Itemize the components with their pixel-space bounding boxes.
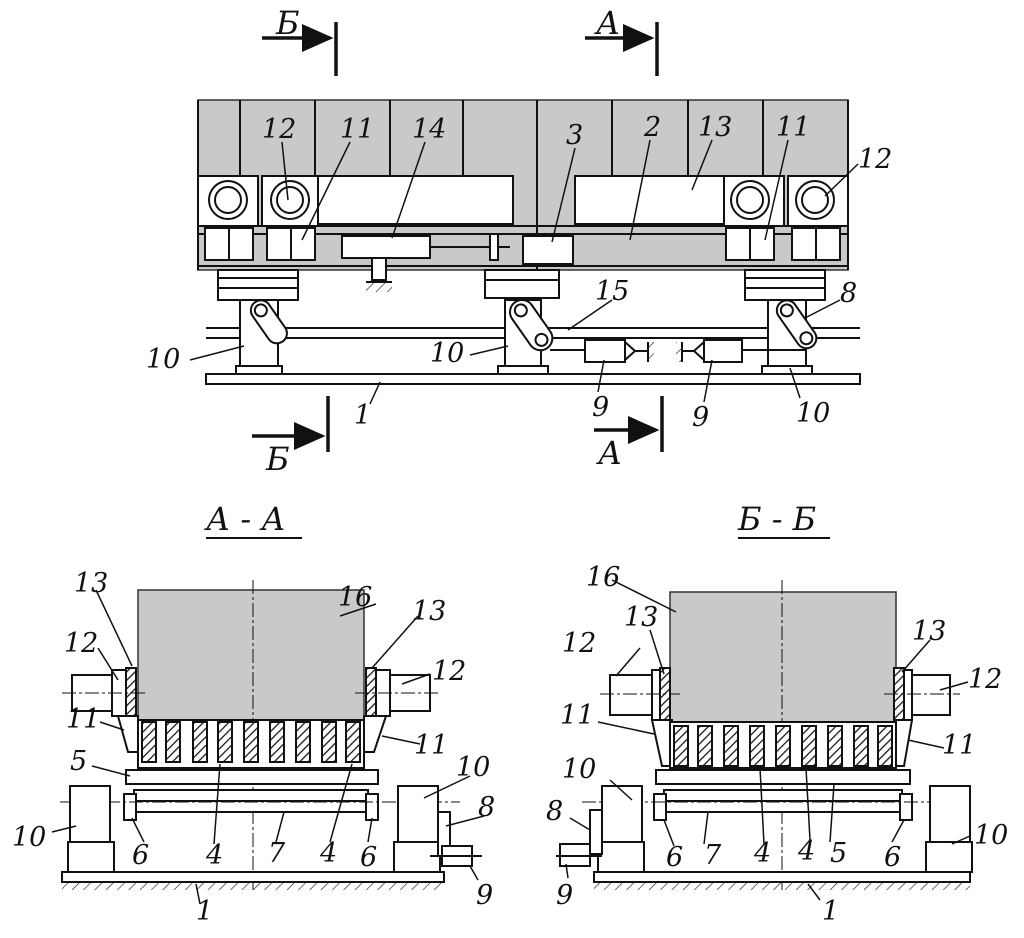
label-10: 10: [796, 398, 830, 429]
cylinder-14: [341, 233, 510, 292]
label-13: 13: [698, 112, 732, 143]
label-12: 12: [262, 114, 296, 145]
drive-unit-left: [197, 175, 319, 261]
label-11: 11: [414, 730, 448, 761]
label-14: 14: [412, 114, 446, 145]
slab-16: [669, 591, 897, 723]
section-b-b: Б - Б: [546, 500, 1008, 927]
label-8: 8: [840, 278, 857, 309]
section-mark-b-top: Б: [275, 4, 300, 42]
label-13: 13: [912, 616, 946, 647]
label-3: 3: [566, 120, 583, 151]
label-9: 9: [476, 880, 493, 911]
label-4: 4: [797, 836, 815, 867]
label-10: 10: [974, 820, 1008, 851]
label-4: 4: [753, 838, 771, 869]
top-leaders: [189, 139, 859, 405]
label-7: 7: [704, 840, 722, 871]
label-9: 9: [556, 880, 573, 911]
label-4: 4: [205, 840, 223, 871]
label-9: 9: [692, 402, 709, 433]
label-12: 12: [968, 664, 1002, 695]
label-11: 11: [942, 730, 976, 761]
label-16: 16: [338, 582, 372, 613]
label-2: 2: [643, 112, 661, 143]
section-a-title: А - А: [204, 500, 286, 538]
label-6: 6: [884, 842, 901, 873]
comb-bars-a: [141, 721, 361, 763]
slab-16: [137, 589, 365, 721]
label-1: 1: [196, 896, 213, 927]
label-15: 15: [595, 276, 629, 307]
label-5: 5: [830, 838, 847, 869]
label-5: 5: [70, 746, 87, 777]
label-6: 6: [132, 840, 149, 871]
cylinders-9: [550, 339, 805, 363]
label-10: 10: [146, 344, 180, 375]
levers: [249, 299, 818, 352]
top-view: Б А Б А 12 11 14 3 2 13 11 12 15 8 10 10…: [146, 4, 892, 478]
label-10: 10: [12, 822, 46, 853]
label-12: 12: [858, 144, 892, 175]
label-11: 11: [340, 114, 374, 145]
label-10: 10: [456, 752, 490, 783]
block-3: [522, 235, 574, 265]
label-7: 7: [268, 838, 286, 869]
label-11: 11: [66, 704, 100, 735]
label-10: 10: [562, 754, 596, 785]
label-11: 11: [776, 112, 810, 143]
label-1: 1: [822, 896, 839, 927]
label-1: 1: [354, 400, 371, 431]
section-a-a: А - А: [12, 500, 495, 927]
label-4: 4: [319, 838, 337, 869]
label-12: 12: [562, 628, 596, 659]
label-13: 13: [624, 602, 658, 633]
label-6: 6: [666, 842, 683, 873]
section-b-title: Б - Б: [737, 500, 816, 538]
section-arrows: [252, 22, 664, 452]
label-16: 16: [586, 562, 620, 593]
label-11: 11: [560, 700, 594, 731]
label-13: 13: [412, 596, 446, 627]
label-12: 12: [64, 628, 98, 659]
label-8: 8: [546, 796, 563, 827]
section-mark-a-bottom: А: [596, 434, 622, 472]
label-10: 10: [430, 338, 464, 369]
comb-bars-b: [673, 725, 893, 767]
section-mark-b-bottom: Б: [265, 440, 290, 478]
section-mark-a-top: А: [594, 4, 620, 42]
label-12: 12: [432, 656, 466, 687]
label-13: 13: [74, 568, 108, 599]
label-9: 9: [592, 392, 609, 423]
label-8: 8: [478, 792, 495, 823]
label-6: 6: [360, 842, 377, 873]
